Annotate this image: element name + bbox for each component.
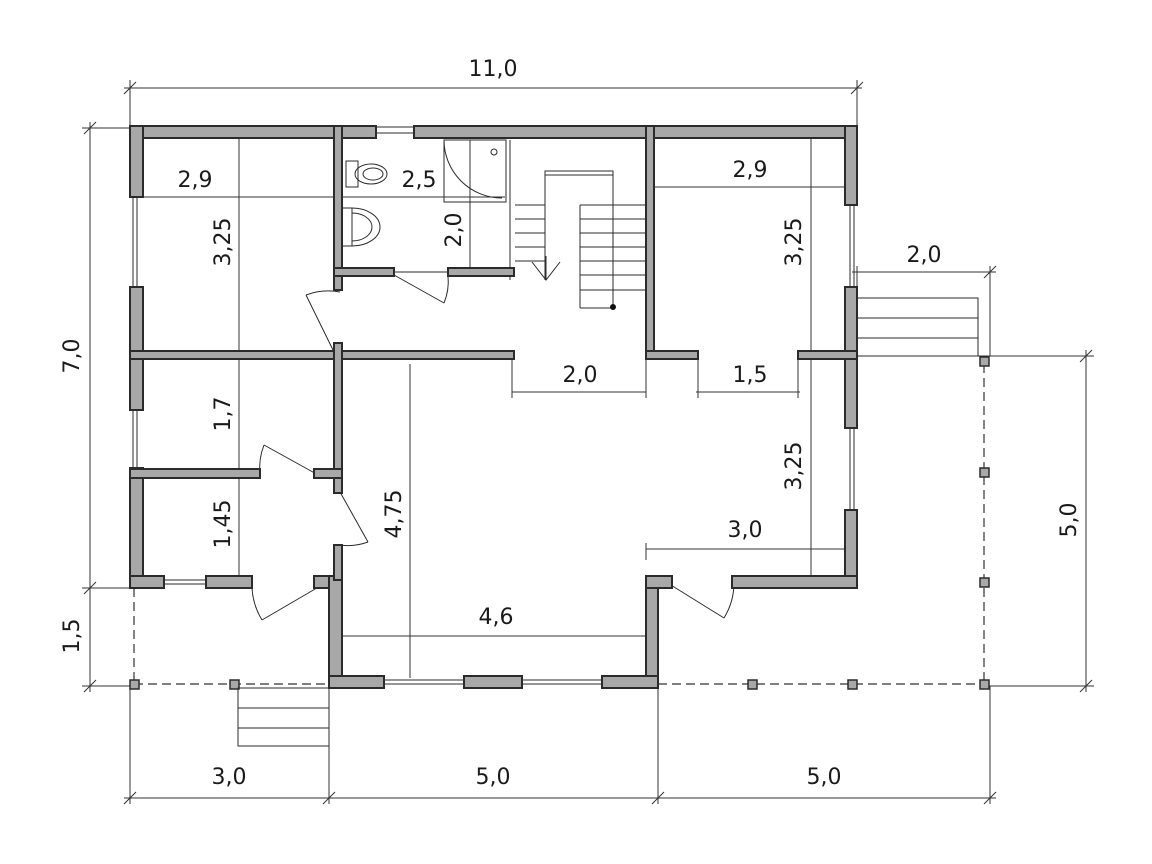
doors bbox=[251, 274, 735, 621]
porch-width-label: 2,0 bbox=[907, 243, 942, 268]
bathroom-fixtures bbox=[341, 139, 507, 247]
room-right-lower-width-label: 3,0 bbox=[728, 518, 763, 543]
dimension-lines bbox=[82, 80, 1094, 805]
walls bbox=[129, 125, 858, 689]
living-width-label: 4,6 bbox=[479, 605, 514, 630]
bottom-middle-label: 5,0 bbox=[476, 765, 511, 790]
interior-thin-lines bbox=[132, 126, 855, 685]
overall-width-label: 11,0 bbox=[469, 57, 518, 82]
shower-icon bbox=[443, 139, 507, 203]
room-top-left-width-label: 2,9 bbox=[178, 168, 213, 193]
toilet-icon bbox=[345, 160, 388, 188]
bathroom-depth-label: 2,0 bbox=[442, 213, 467, 248]
room-right-lower-depth-label: 3,25 bbox=[782, 442, 807, 491]
room-top-right-depth-label: 3,25 bbox=[782, 218, 807, 267]
terrace bbox=[129, 355, 990, 690]
entry-steps bbox=[237, 687, 330, 747]
staircase bbox=[515, 170, 646, 310]
sink-icon bbox=[341, 207, 381, 247]
hall-opening-left-label: 2,0 bbox=[563, 363, 598, 388]
bottom-right-label: 5,0 bbox=[807, 765, 842, 790]
entry-room-depth-label: 1,45 bbox=[211, 500, 236, 549]
bathroom-width-label: 2,5 bbox=[402, 168, 437, 193]
terrace-depth-right-label: 5,0 bbox=[1057, 503, 1082, 538]
room-top-right-width-label: 2,9 bbox=[733, 158, 768, 183]
living-depth-label: 4,75 bbox=[382, 490, 407, 539]
hall-opening-right-label: 1,5 bbox=[733, 363, 768, 388]
terrace-depth-left-label: 1,5 bbox=[60, 619, 85, 654]
overall-depth-label: 7,0 bbox=[60, 339, 85, 374]
room-top-left-depth-label: 3,25 bbox=[211, 218, 236, 267]
small-room-depth-label: 1,7 bbox=[211, 397, 236, 432]
porch-steps bbox=[856, 297, 979, 357]
dimension-labels: 11,0 7,0 1,5 5,0 2,0 3,0 5,0 5,0 2,9 3,2… bbox=[60, 57, 1082, 790]
bottom-left-label: 3,0 bbox=[212, 765, 247, 790]
